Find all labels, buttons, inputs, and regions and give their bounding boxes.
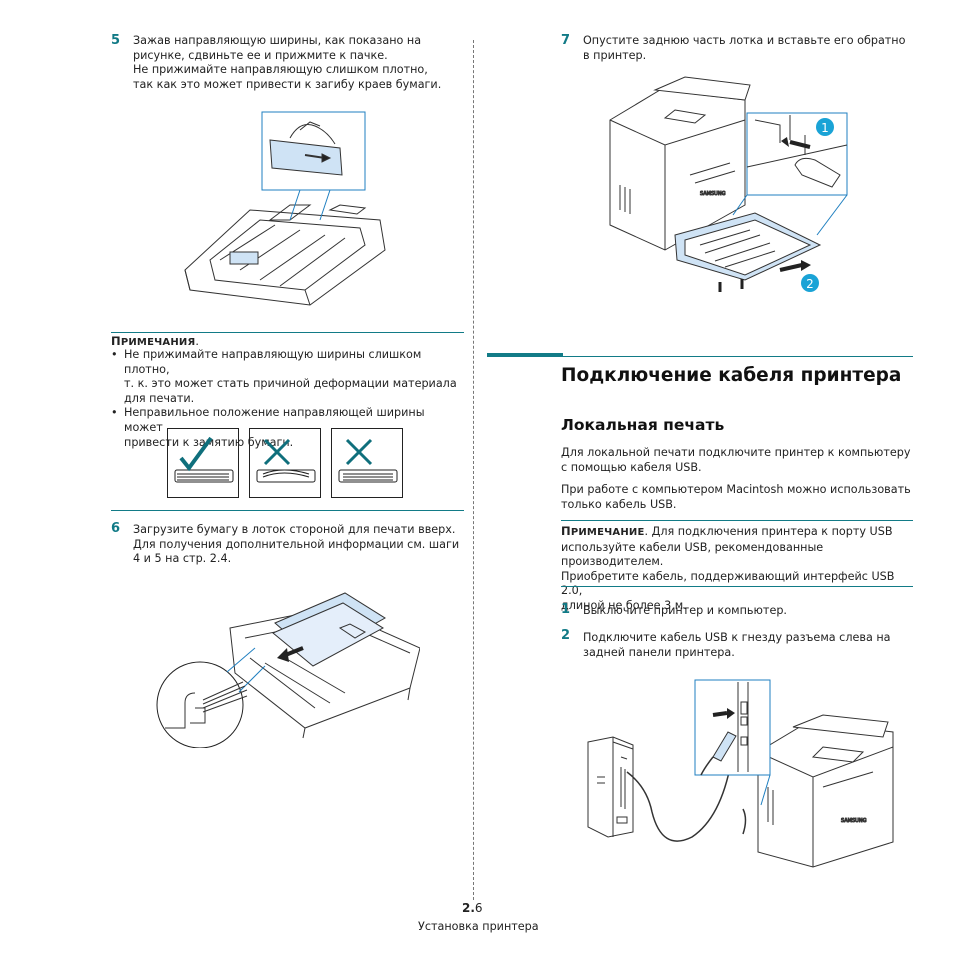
section-title: Подключение кабеля принтера <box>561 365 902 386</box>
step-7-text: Опустите заднюю часть лотка и вставьте е… <box>583 34 906 62</box>
usb-note-top-rule <box>561 520 913 521</box>
section-rule <box>563 356 913 357</box>
guide-position-examples <box>167 428 405 500</box>
insert-tray-illustration: SAMSUNG 1 2 <box>605 75 850 300</box>
usb-note-bottom-rule <box>561 586 913 587</box>
svg-text:SAMSUNG: SAMSUNG <box>841 818 867 824</box>
callout-1 <box>816 118 834 136</box>
subsection-title: Локальная печать <box>561 416 725 434</box>
step-5-number: 5 <box>111 33 121 48</box>
usb-cable-illustration: SAMSUNG <box>583 677 903 877</box>
step-2-text: Подключите кабель USB к гнезду разъема с… <box>583 631 891 659</box>
load-paper-illustration <box>155 588 420 748</box>
note-bullet-2: Неправильное положение направляющей шири… <box>111 406 466 450</box>
step-2-number: 2 <box>561 628 571 643</box>
callout-1-label: 1 <box>821 121 829 135</box>
usb-note: ПРИМЕЧАНИЕ. Для подключения принтера к п… <box>561 524 895 612</box>
chapter-title: Установка принтера <box>418 920 539 933</box>
note-top-rule <box>111 332 464 333</box>
paragraph-local-printing: Для локальной печати подключите принтер … <box>561 446 911 474</box>
step-1-text: Выключите принтер и компьютер. <box>583 604 787 617</box>
step-6-text: Загрузите бумагу в лоток стороной для пе… <box>133 523 460 566</box>
check-icon <box>179 436 213 472</box>
note-heading: ПРИМЕЧАНИЯ. <box>111 334 199 348</box>
step-6-number: 6 <box>111 521 121 536</box>
callout-2 <box>801 274 819 292</box>
note-bullet-1: Не прижимайте направляющую ширины слишко… <box>111 348 466 406</box>
section-accent-bar <box>487 353 563 357</box>
step-5-text: Зажав направляющую ширины, как показано … <box>133 34 442 91</box>
cross-icon <box>263 438 291 466</box>
page-number: 2.6 <box>462 901 483 915</box>
svg-text:SAMSUNG: SAMSUNG <box>700 191 726 197</box>
tray-width-guide-illustration <box>180 110 390 310</box>
cross-icon-2 <box>345 438 373 466</box>
callout-2-label: 2 <box>806 277 814 291</box>
note-bottom-rule <box>111 510 464 511</box>
column-divider <box>473 40 474 900</box>
note-bullet-list: Не прижимайте направляющую ширины слишко… <box>111 348 466 450</box>
step-1-number: 1 <box>561 602 571 617</box>
paragraph-macintosh: При работе с компьютером Macintosh можно… <box>561 483 911 511</box>
step-7-number: 7 <box>561 33 571 48</box>
